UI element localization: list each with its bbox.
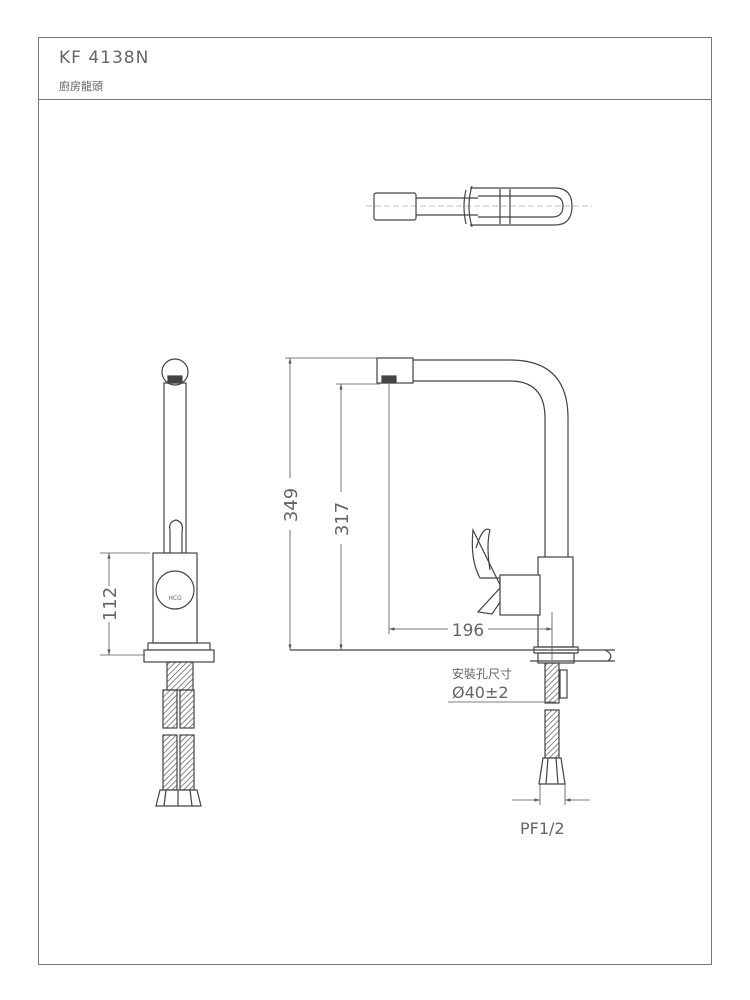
front-view: HCG — [143, 358, 215, 807]
model-number: KF 4138N — [59, 48, 150, 68]
connection-size-label: PF1/2 — [520, 819, 565, 838]
title-block: KF 4138N 廚房龍頭 — [39, 38, 711, 100]
side-view — [290, 357, 615, 785]
dimension-196-label: 196 — [452, 621, 484, 641]
dimension-317-label: 317 — [332, 502, 353, 536]
product-name: 廚房龍頭 — [59, 80, 103, 93]
top-view — [366, 185, 592, 228]
hole-size-value: Ø40±2 — [452, 683, 509, 702]
hcg-logo: HCG — [168, 595, 182, 602]
drawing-frame: KF 4138N 廚房龍頭 — [38, 37, 712, 965]
dimension-349-label: 349 — [281, 488, 302, 522]
dimension-112 — [100, 552, 150, 656]
side-dimension-lines — [285, 357, 590, 805]
hole-size-caption: 安裝孔尺寸 — [452, 666, 512, 681]
dimension-112-label: 112 — [100, 587, 121, 621]
